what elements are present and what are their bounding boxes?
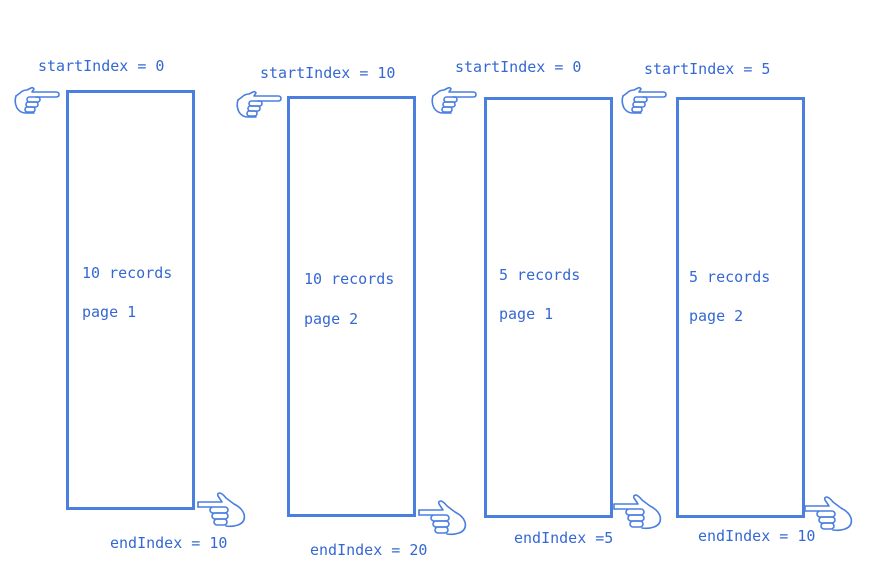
start-index-label: startIndex = 0 xyxy=(455,58,582,76)
pointing-hand-right-icon xyxy=(431,86,477,114)
records-count: 10 records xyxy=(304,270,395,288)
pointing-hand-right-icon xyxy=(621,86,667,114)
pointing-hand-right-icon xyxy=(804,496,853,532)
end-index-label: endIndex =5 xyxy=(514,529,614,547)
start-index-label: startIndex = 0 xyxy=(38,57,165,75)
page-number: page 2 xyxy=(304,310,359,328)
pointing-hand-right-icon xyxy=(613,494,662,530)
page-number: page 1 xyxy=(82,303,137,321)
start-index-label: startIndex = 5 xyxy=(644,60,771,78)
page-number: page 1 xyxy=(499,305,554,323)
pointing-hand-right-icon xyxy=(197,492,246,528)
end-index-label: endIndex = 10 xyxy=(698,527,816,545)
page-box xyxy=(287,96,416,517)
end-index-label: endIndex = 20 xyxy=(310,541,428,559)
pointing-hand-right-icon xyxy=(236,90,282,118)
records-count: 5 records xyxy=(499,266,581,284)
page-box xyxy=(676,97,805,518)
page-number: page 2 xyxy=(689,307,744,325)
end-index-label: endIndex = 10 xyxy=(110,534,228,552)
page-box xyxy=(484,97,613,518)
pointing-hand-right-icon xyxy=(14,86,60,114)
pointing-hand-right-icon xyxy=(418,500,467,536)
records-count: 5 records xyxy=(689,268,771,286)
records-count: 10 records xyxy=(82,264,173,282)
start-index-label: startIndex = 10 xyxy=(260,64,396,82)
page-box xyxy=(66,90,195,510)
